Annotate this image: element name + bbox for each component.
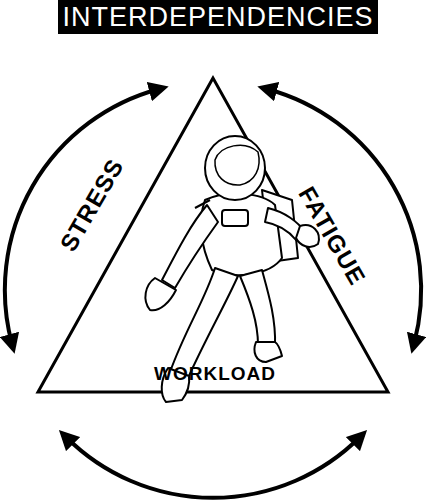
helmet	[205, 136, 265, 200]
torso	[201, 194, 282, 275]
left-leg	[170, 268, 238, 378]
chest-control-unit	[222, 210, 248, 226]
left-glove	[145, 278, 176, 310]
astronaut-figure	[145, 136, 318, 402]
title-banner: INTERDEPENDENCIES	[58, 0, 378, 34]
cycle-arrow	[66, 437, 360, 498]
left-arm	[162, 205, 218, 288]
right-boot	[254, 342, 282, 362]
side-label: STRESS	[54, 154, 129, 256]
right-leg	[240, 270, 275, 345]
side-label: WORKLOAD	[154, 363, 276, 385]
helmet-visor	[215, 145, 259, 185]
triangle-outline	[38, 78, 388, 392]
shoulder-strap	[195, 200, 210, 208]
